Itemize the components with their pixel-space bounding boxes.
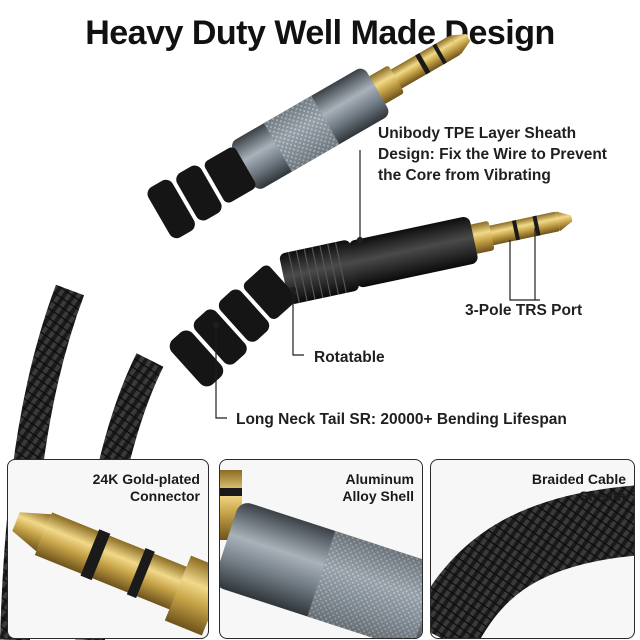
panel-label-line1: Aluminum [345, 471, 414, 487]
panel-gold-connector: 24K Gold-plated Connector [7, 459, 209, 639]
callout-long-neck: Long Neck Tail SR: 20000+ Bending Lifesp… [236, 411, 567, 428]
panel-aluminum-shell: Aluminum Alloy Shell [219, 459, 423, 639]
lower-plug [169, 211, 573, 387]
panel-label-line2: Alloy Shell [342, 488, 414, 504]
upper-plug [147, 34, 471, 239]
panel-label-line2: Sheath [579, 488, 626, 504]
callout-trs-port: 3-Pole TRS Port [465, 302, 583, 319]
panel-label-line2: Connector [130, 488, 200, 504]
panel-label-line1: 24K Gold-plated [92, 471, 200, 487]
gold-connector-closeup [12, 512, 208, 636]
callout-rotatable: Rotatable [314, 349, 385, 366]
panel-label-line1: Braided Cable [531, 471, 626, 487]
page-title: Heavy Duty Well Made Design [85, 14, 555, 52]
braided-sheath-closeup [431, 485, 634, 638]
callout-tpe-sheath: Unibody TPE Layer Sheath Design: Fix the… [378, 125, 607, 184]
aluminum-shell-closeup [220, 470, 422, 638]
panel-braided-sheath: Braided Cable Sheath [430, 459, 635, 639]
